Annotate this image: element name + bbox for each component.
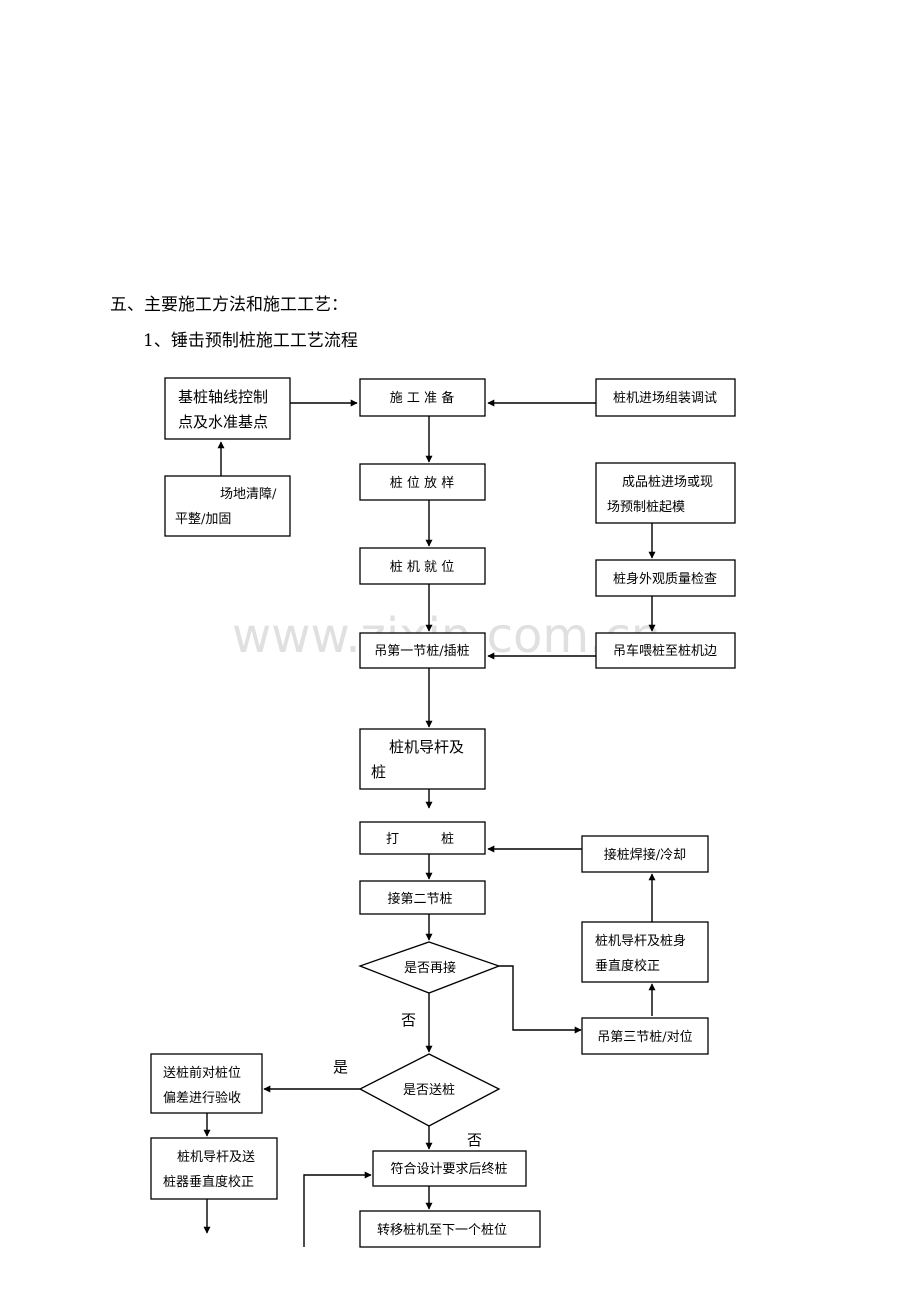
- node-label: 场预制桩起模: [607, 500, 685, 515]
- subsection-heading: 1、锤击预制桩施工工艺流程: [143, 331, 358, 351]
- node-follower-check: 送桩前对桩位 偏差进行验收: [150, 1053, 263, 1114]
- node-label: 接第二节桩: [387, 891, 452, 907]
- node-move-rig: 转移桩机至下一个桩位: [359, 1210, 541, 1248]
- node-lift-first: 吊第一节桩/插桩: [359, 632, 486, 669]
- node-lift-third: 吊第三节桩/对位: [581, 1017, 709, 1055]
- node-weld-cool: 接桩焊接/冷却: [581, 835, 709, 873]
- node-label: 符合设计要求后终桩: [390, 1161, 507, 1177]
- node-label: 接桩焊接/冷却: [604, 847, 686, 863]
- node-label: 场地清障/: [220, 487, 277, 502]
- node-follower-vertical: 桩机导杆及送 桩器垂直度校正: [150, 1137, 278, 1200]
- node-splice-second: 接第二节桩: [359, 880, 486, 915]
- node-label: 桩 位 放 样: [390, 476, 454, 491]
- node-label: 是否送桩: [403, 1083, 455, 1098]
- node-driving: 打 桩: [359, 821, 486, 855]
- node-label: 吊第一节桩/插桩: [374, 644, 469, 659]
- node-site-clear: 场地清障/ 平整/加固: [164, 475, 291, 537]
- node-label: 吊车喂桩至桩机边: [613, 643, 717, 659]
- edge-return-to-terminate: [303, 1171, 372, 1247]
- node-label: 偏差进行验收: [163, 1090, 241, 1106]
- node-axis-control: 基桩轴线控制 点及水准基点: [164, 377, 291, 440]
- node-rig-position: 桩 机 就 位: [359, 547, 486, 585]
- node-rig-assembly: 桩机进场组装调试: [595, 378, 736, 417]
- node-guide-check: 桩机导杆及 桩: [359, 728, 486, 790]
- node-label: 施 工 准 备: [390, 390, 454, 406]
- decision-splice-again: 是否再接: [358, 941, 501, 994]
- flow-edges: [203, 399, 656, 1247]
- node-label: 桩器垂直度校正: [163, 1174, 254, 1190]
- node-label: 转移桩机至下一个桩位: [377, 1223, 507, 1238]
- node-label: 点及水准基点: [178, 413, 268, 431]
- decision-follow-pile: 是否送桩: [358, 1053, 501, 1127]
- node-terminate: 符合设计要求后终桩: [372, 1150, 527, 1187]
- node-label: 吊第三节桩/对位: [597, 1030, 692, 1045]
- edge-label-no: 否: [467, 1131, 482, 1149]
- section-heading: 五、主要施工方法和施工工艺：: [110, 295, 348, 315]
- node-quality-check: 桩身外观质量检查: [595, 559, 736, 597]
- node-label: 桩机导杆及桩身: [595, 933, 686, 949]
- node-label: 桩机进场组装调试: [613, 391, 717, 406]
- node-label: 是否再接: [404, 960, 456, 976]
- node-crane-feed: 吊车喂桩至桩机边: [595, 632, 736, 669]
- node-label: 桩机导杆及送: [177, 1150, 255, 1165]
- node-label: 成品桩进场或现: [622, 475, 713, 490]
- node-label: 桩: [371, 763, 386, 781]
- edge-label-yes: 是: [333, 1058, 348, 1076]
- node-label: 打: [386, 832, 399, 847]
- node-precast-arrive: 成品桩进场或现 场预制桩起模: [595, 462, 736, 524]
- node-guide-vertical: 桩机导杆及桩身 垂直度校正: [581, 921, 709, 983]
- edge-label-no: 否: [401, 1011, 416, 1029]
- node-pile-layout: 桩 位 放 样: [359, 463, 486, 501]
- node-label: 桩机导杆及: [389, 738, 464, 756]
- node-prep: 施 工 准 备: [359, 378, 486, 417]
- node-label: 垂直度校正: [595, 958, 660, 974]
- node-label: 送桩前对桩位: [163, 1065, 241, 1081]
- node-label: 基桩轴线控制: [178, 388, 268, 406]
- edge-decide-to-third: [499, 965, 582, 1034]
- node-label: 平整/加固: [175, 512, 231, 527]
- node-label: 桩 机 就 位: [390, 560, 454, 575]
- node-label: 桩: [441, 832, 454, 847]
- node-label: 桩身外观质量检查: [613, 571, 717, 587]
